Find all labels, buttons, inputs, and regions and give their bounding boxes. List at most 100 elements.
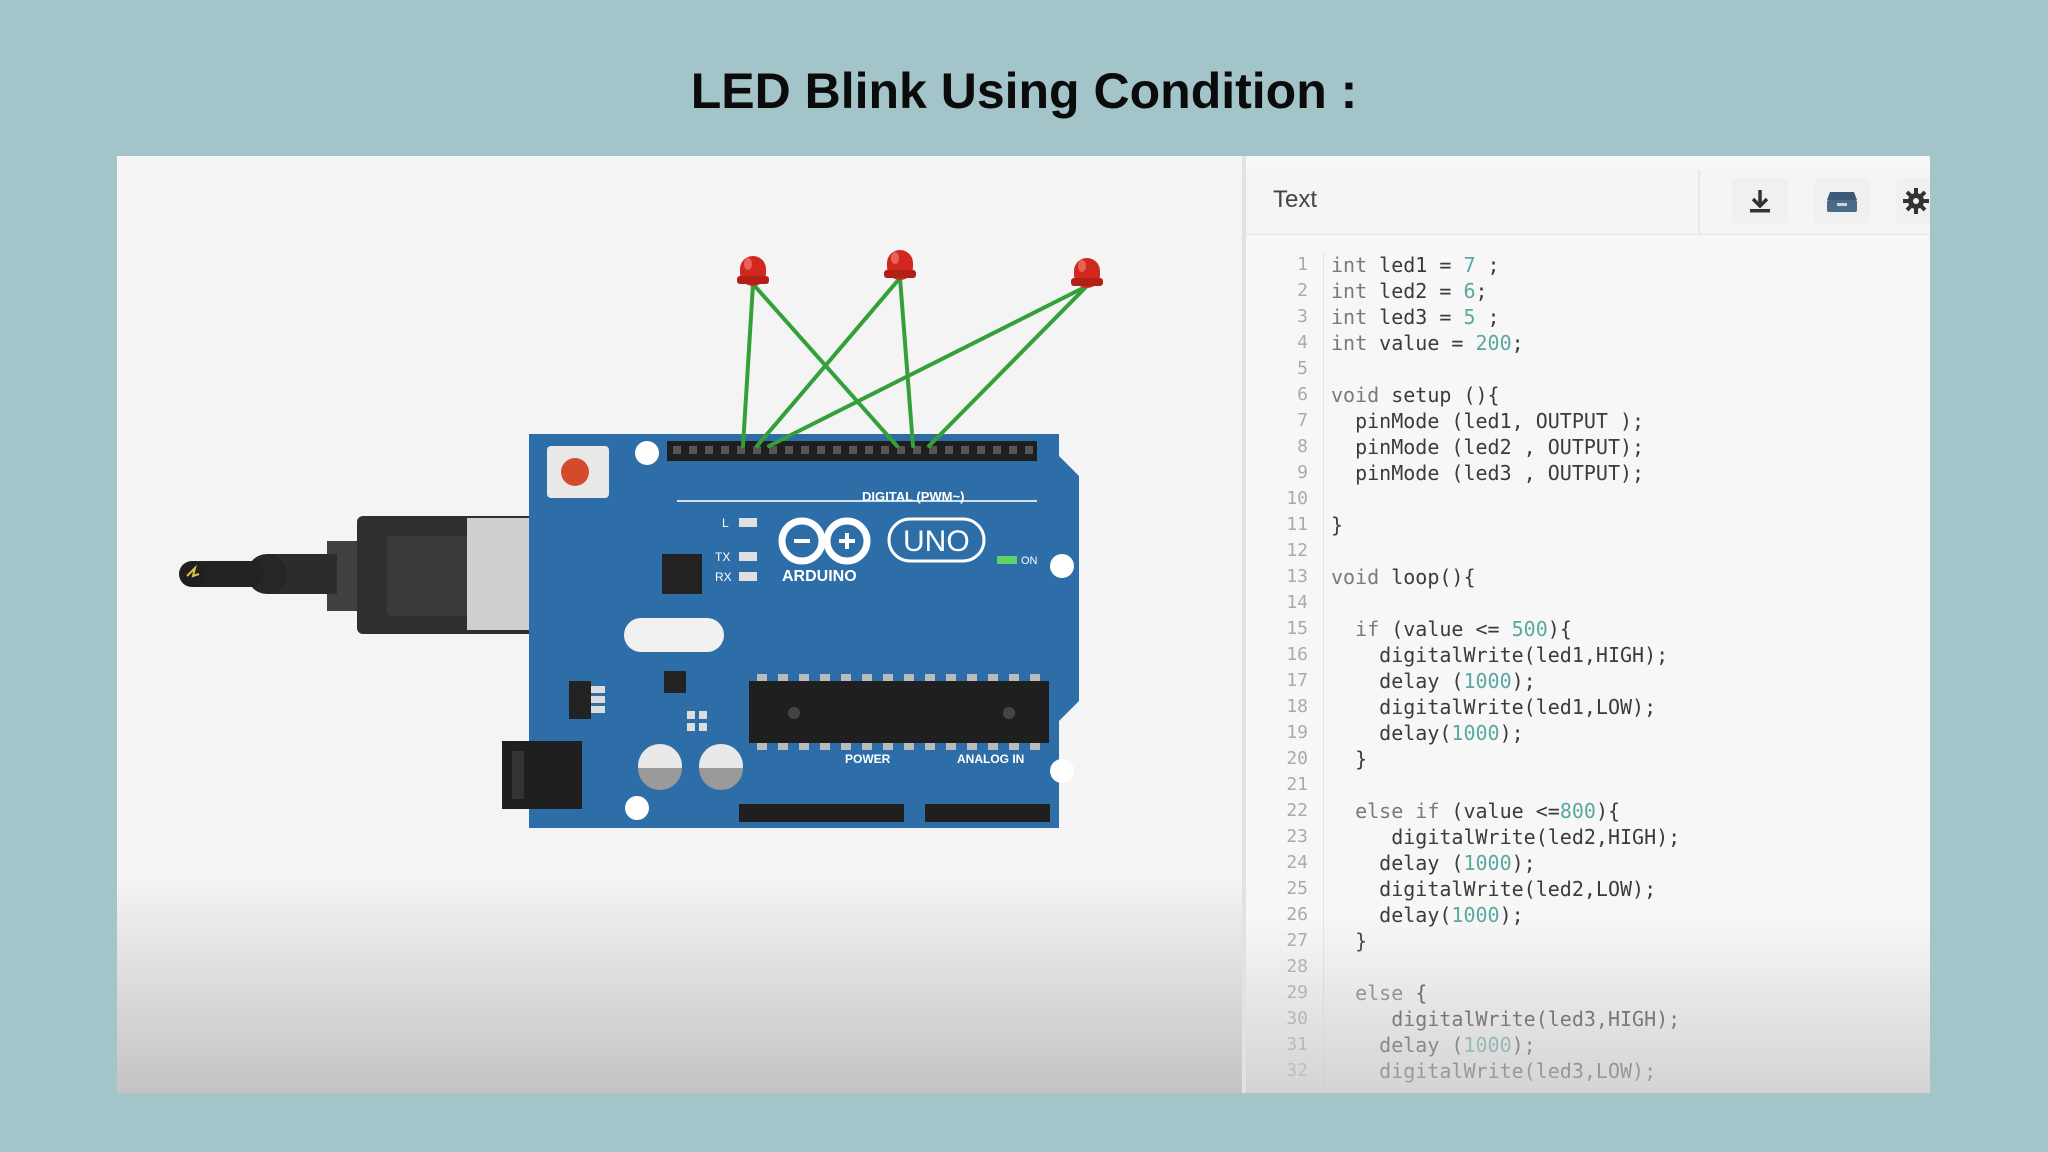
- code-line[interactable]: 17 delay (1000);: [1246, 668, 1930, 694]
- code-token: digitalWrite(led2,LOW);: [1331, 877, 1657, 901]
- code-number: 500: [1511, 617, 1548, 641]
- on-label: ON: [1021, 555, 1038, 567]
- code-line[interactable]: 32 digitalWrite(led3,LOW);: [1246, 1058, 1930, 1084]
- code-line[interactable]: 6 void setup (){: [1246, 382, 1930, 408]
- atmega-pins-top: [757, 674, 1040, 681]
- code-text: if (value <= 500){: [1331, 616, 1572, 642]
- code-token: delay (: [1331, 1033, 1464, 1057]
- library-button[interactable]: [1814, 178, 1870, 224]
- code-line[interactable]: 16 digitalWrite(led1,HIGH);: [1246, 642, 1930, 668]
- code-token: digitalWrite(led2,HIGH);: [1331, 825, 1681, 849]
- download-button[interactable]: [1732, 178, 1788, 224]
- code-line[interactable]: 22 else if (value <=800){: [1246, 798, 1930, 824]
- code-keyword: void: [1331, 383, 1380, 407]
- code-text: digitalWrite(led2,HIGH);: [1331, 824, 1680, 850]
- circuit-diagram[interactable]: DIGITAL (PWM~) L TX RX ARDUINO UN: [117, 156, 1242, 1093]
- code-keyword: else: [1355, 981, 1404, 1005]
- line-number: 26: [1286, 904, 1308, 925]
- code-line[interactable]: 28: [1246, 954, 1930, 980]
- code-line[interactable]: 19 delay(1000);: [1246, 720, 1930, 746]
- code-token: [1331, 617, 1355, 641]
- code-text: digitalWrite(led1,LOW);: [1331, 694, 1656, 720]
- uno-label: UNO: [903, 525, 970, 558]
- code-line[interactable]: 18 digitalWrite(led1,LOW);: [1246, 694, 1930, 720]
- code-text: else {: [1331, 980, 1427, 1006]
- wire-led3-gnd: [767, 284, 1089, 448]
- code-text: int value = 200;: [1331, 330, 1524, 356]
- digital-label: DIGITAL (PWM~): [862, 489, 964, 504]
- code-text: delay(1000);: [1331, 720, 1524, 746]
- code-text: void loop(){: [1331, 564, 1476, 590]
- panel-divider[interactable]: [1242, 156, 1246, 1093]
- led-3[interactable]: [1071, 258, 1103, 288]
- tinkercad-screenshot: DIGITAL (PWM~) L TX RX ARDUINO UN: [117, 156, 1930, 1093]
- editor-header: Text: [1246, 170, 1930, 235]
- code-line[interactable]: 11}: [1246, 512, 1930, 538]
- code-line[interactable]: 2 int led2 = 6;: [1246, 278, 1930, 304]
- code-line[interactable]: 10: [1246, 486, 1930, 512]
- code-keyword: else if: [1355, 799, 1440, 823]
- code-text: digitalWrite(led3,LOW);: [1331, 1058, 1656, 1084]
- arduino-brand-label: ARDUINO: [782, 568, 857, 585]
- mount-hole: [1050, 759, 1074, 783]
- code-line[interactable]: 30 digitalWrite(led3,HIGH);: [1246, 1006, 1930, 1032]
- code-text: delay (1000);: [1331, 850, 1536, 876]
- rx-led: [739, 572, 757, 581]
- l-led: [739, 518, 757, 527]
- header-separator: [1698, 170, 1700, 234]
- code-line[interactable]: 31 delay (1000);: [1246, 1032, 1930, 1058]
- line-number: 2: [1297, 280, 1308, 301]
- code-text: delay(1000);: [1331, 902, 1524, 928]
- code-line[interactable]: 7 pinMode (led1, OUTPUT );: [1246, 408, 1930, 434]
- settings-button[interactable]: [1896, 178, 1930, 224]
- reset-button-cap: [561, 458, 589, 486]
- wire-led2-pin6: [898, 276, 915, 448]
- circuit-canvas[interactable]: DIGITAL (PWM~) L TX RX ARDUINO UN: [117, 156, 1242, 1093]
- wire-led3-pin5: [927, 284, 1089, 448]
- editor-mode-label[interactable]: Text: [1273, 186, 1318, 213]
- jumper-wires[interactable]: [741, 276, 1089, 448]
- code-line[interactable]: 25 digitalWrite(led2,LOW);: [1246, 876, 1930, 902]
- arduino-uno-board[interactable]: DIGITAL (PWM~) L TX RX ARDUINO UN: [502, 434, 1079, 828]
- code-text: int led2 = 6;: [1331, 278, 1488, 304]
- uno-badge-outline: [887, 517, 986, 563]
- line-number: 6: [1297, 384, 1308, 405]
- code-line[interactable]: 5: [1246, 356, 1930, 382]
- code-line[interactable]: 12: [1246, 538, 1930, 564]
- code-line[interactable]: 14: [1246, 590, 1930, 616]
- gutter-separator: [1323, 252, 1324, 1093]
- led-1[interactable]: [737, 256, 769, 286]
- code-token: );: [1499, 721, 1524, 745]
- code-token: ;: [1475, 253, 1500, 277]
- code-line[interactable]: 23 digitalWrite(led2,HIGH);: [1246, 824, 1930, 850]
- code-line[interactable]: 20 }: [1246, 746, 1930, 772]
- code-line[interactable]: 15 if (value <= 500){: [1246, 616, 1930, 642]
- code-line[interactable]: 29 else {: [1246, 980, 1930, 1006]
- code-token: );: [1511, 1033, 1536, 1057]
- line-number: 31: [1286, 1034, 1308, 1055]
- line-number: 30: [1286, 1008, 1308, 1029]
- code-line[interactable]: 27 }: [1246, 928, 1930, 954]
- code-text: void setup (){: [1331, 382, 1500, 408]
- line-number: 14: [1286, 592, 1308, 613]
- library-icon: [1827, 192, 1857, 212]
- code-line[interactable]: 21: [1246, 772, 1930, 798]
- atmega-pins-bottom: [757, 743, 1040, 750]
- code-line[interactable]: 9 pinMode (led3 , OUTPUT);: [1246, 460, 1930, 486]
- code-line[interactable]: 26 delay(1000);: [1246, 902, 1930, 928]
- code-line[interactable]: 8 pinMode (led2 , OUTPUT);: [1246, 434, 1930, 460]
- line-number: 9: [1297, 462, 1308, 483]
- tx-label: TX: [715, 550, 730, 564]
- line-number: 23: [1286, 826, 1308, 847]
- code-number: 1000: [1451, 721, 1500, 745]
- code-line[interactable]: 24 delay (1000);: [1246, 850, 1930, 876]
- code-text: pinMode (led3 , OUTPUT);: [1331, 460, 1644, 486]
- code-token: led2 =: [1367, 279, 1464, 303]
- code-number: 5: [1463, 305, 1476, 329]
- led-2[interactable]: [884, 250, 916, 280]
